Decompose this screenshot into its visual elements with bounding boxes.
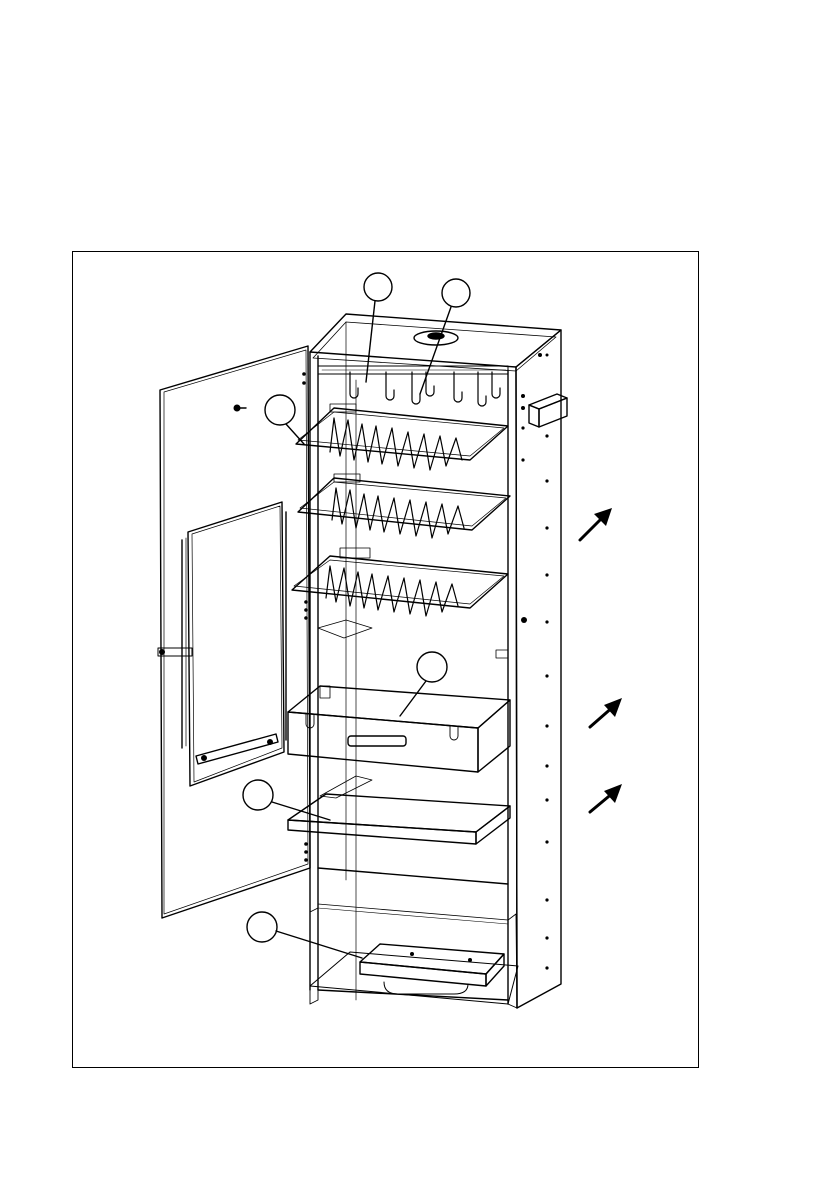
callout-3 bbox=[265, 395, 304, 444]
wood-chip-box bbox=[288, 686, 510, 772]
callouts bbox=[243, 273, 470, 958]
arrow-3 bbox=[590, 784, 622, 812]
water-pan bbox=[360, 944, 504, 986]
arrow-1 bbox=[580, 508, 612, 540]
grill-rack-1 bbox=[296, 404, 508, 470]
callout-6 bbox=[247, 912, 362, 958]
drip-tray bbox=[288, 776, 510, 844]
grill-rack-2 bbox=[298, 474, 510, 538]
hook-bar bbox=[318, 366, 508, 406]
side-panel-rivets bbox=[521, 353, 549, 970]
cabinet-door bbox=[158, 346, 310, 918]
airflow-arrows bbox=[580, 508, 622, 812]
arrow-2 bbox=[590, 698, 622, 727]
grill-rack-3 bbox=[292, 548, 508, 658]
callout-4 bbox=[400, 652, 447, 716]
lower-section bbox=[310, 868, 518, 1008]
